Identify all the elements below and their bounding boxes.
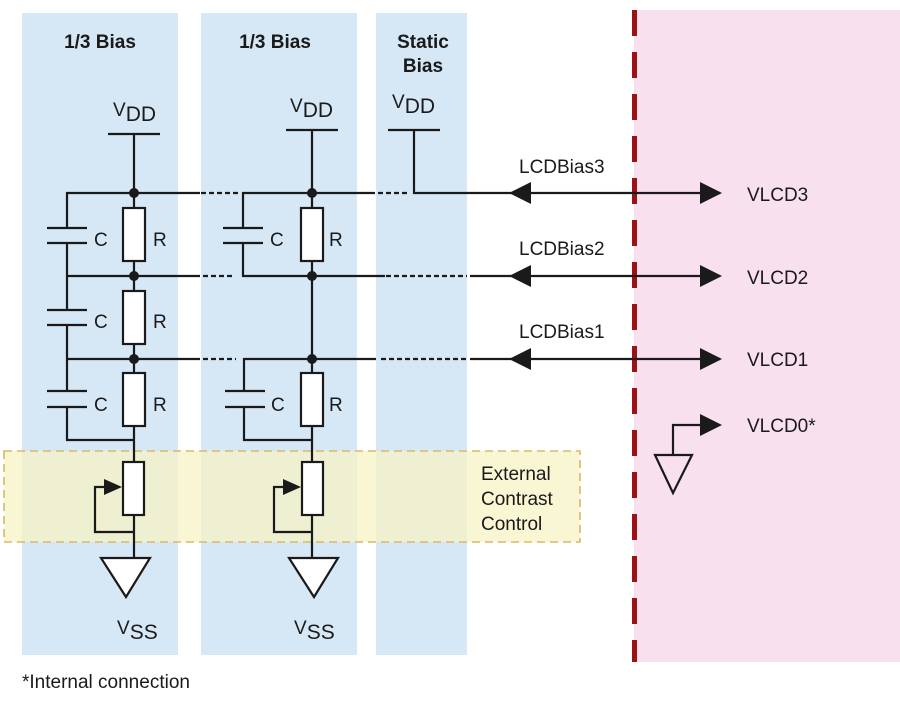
column-1-circuit — [47, 134, 152, 600]
svg-text:C: C — [271, 395, 285, 416]
column-2-title: 1/3 Bias — [239, 32, 311, 53]
column-3-circuit — [412, 130, 720, 195]
column-1-title: 1/3 Bias — [64, 32, 136, 53]
column-1-bias-bg — [22, 13, 178, 655]
svg-text:VDD: VDD — [392, 92, 435, 118]
column-3-title-line1: Static — [397, 32, 449, 53]
svg-text:VSS: VSS — [294, 618, 335, 644]
svg-text:R: R — [153, 395, 167, 416]
external-contrast-box — [3, 450, 581, 543]
output-label-vlcd0: VLCD0* — [747, 416, 816, 437]
contrast-label-line2: Contrast — [481, 489, 554, 510]
output-label-vlcd3: VLCD3 — [747, 185, 808, 206]
svg-text:C: C — [94, 230, 108, 251]
vlcd0-ground-connection — [653, 414, 722, 496]
svg-text:VDD: VDD — [113, 100, 156, 126]
vss-label-2: VSS — [294, 618, 335, 644]
vss-label-1: VSS — [117, 618, 158, 644]
column-2-bias-bg — [201, 13, 357, 655]
lcd-region-bg — [634, 10, 900, 662]
footnote: *Internal connection — [22, 672, 190, 693]
svg-text:C: C — [94, 395, 108, 416]
contrast-label-line3: Control — [481, 514, 542, 535]
svg-text:R: R — [153, 312, 167, 333]
svg-text:VDD: VDD — [290, 96, 333, 122]
svg-text:R: R — [329, 395, 343, 416]
svg-text:R: R — [329, 230, 343, 251]
pin-label-lcdbias3: LCDBias3 — [519, 157, 605, 178]
vdd-label-2: VDD — [290, 96, 333, 122]
component-labels: C R C R C R C R C R — [94, 230, 343, 416]
column-3-static-bg — [376, 13, 467, 655]
vdd-label-1: VDD — [113, 100, 156, 126]
output-label-vlcd2: VLCD2 — [747, 268, 808, 289]
svg-text:VSS: VSS — [117, 618, 158, 644]
svg-text:C: C — [94, 312, 108, 333]
pin-label-lcdbias2: LCDBias2 — [519, 239, 605, 260]
column-2-circuit — [223, 130, 340, 600]
bidirectional-arrows — [509, 182, 722, 370]
svg-text:C: C — [270, 230, 284, 251]
vdd-label-3: VDD — [392, 92, 435, 118]
pin-label-lcdbias1: LCDBias1 — [519, 322, 605, 343]
svg-text:R: R — [153, 230, 167, 251]
output-label-vlcd1: VLCD1 — [747, 350, 808, 371]
contrast-label-line1: External — [481, 464, 551, 485]
column-3-title-line2: Bias — [403, 56, 443, 77]
